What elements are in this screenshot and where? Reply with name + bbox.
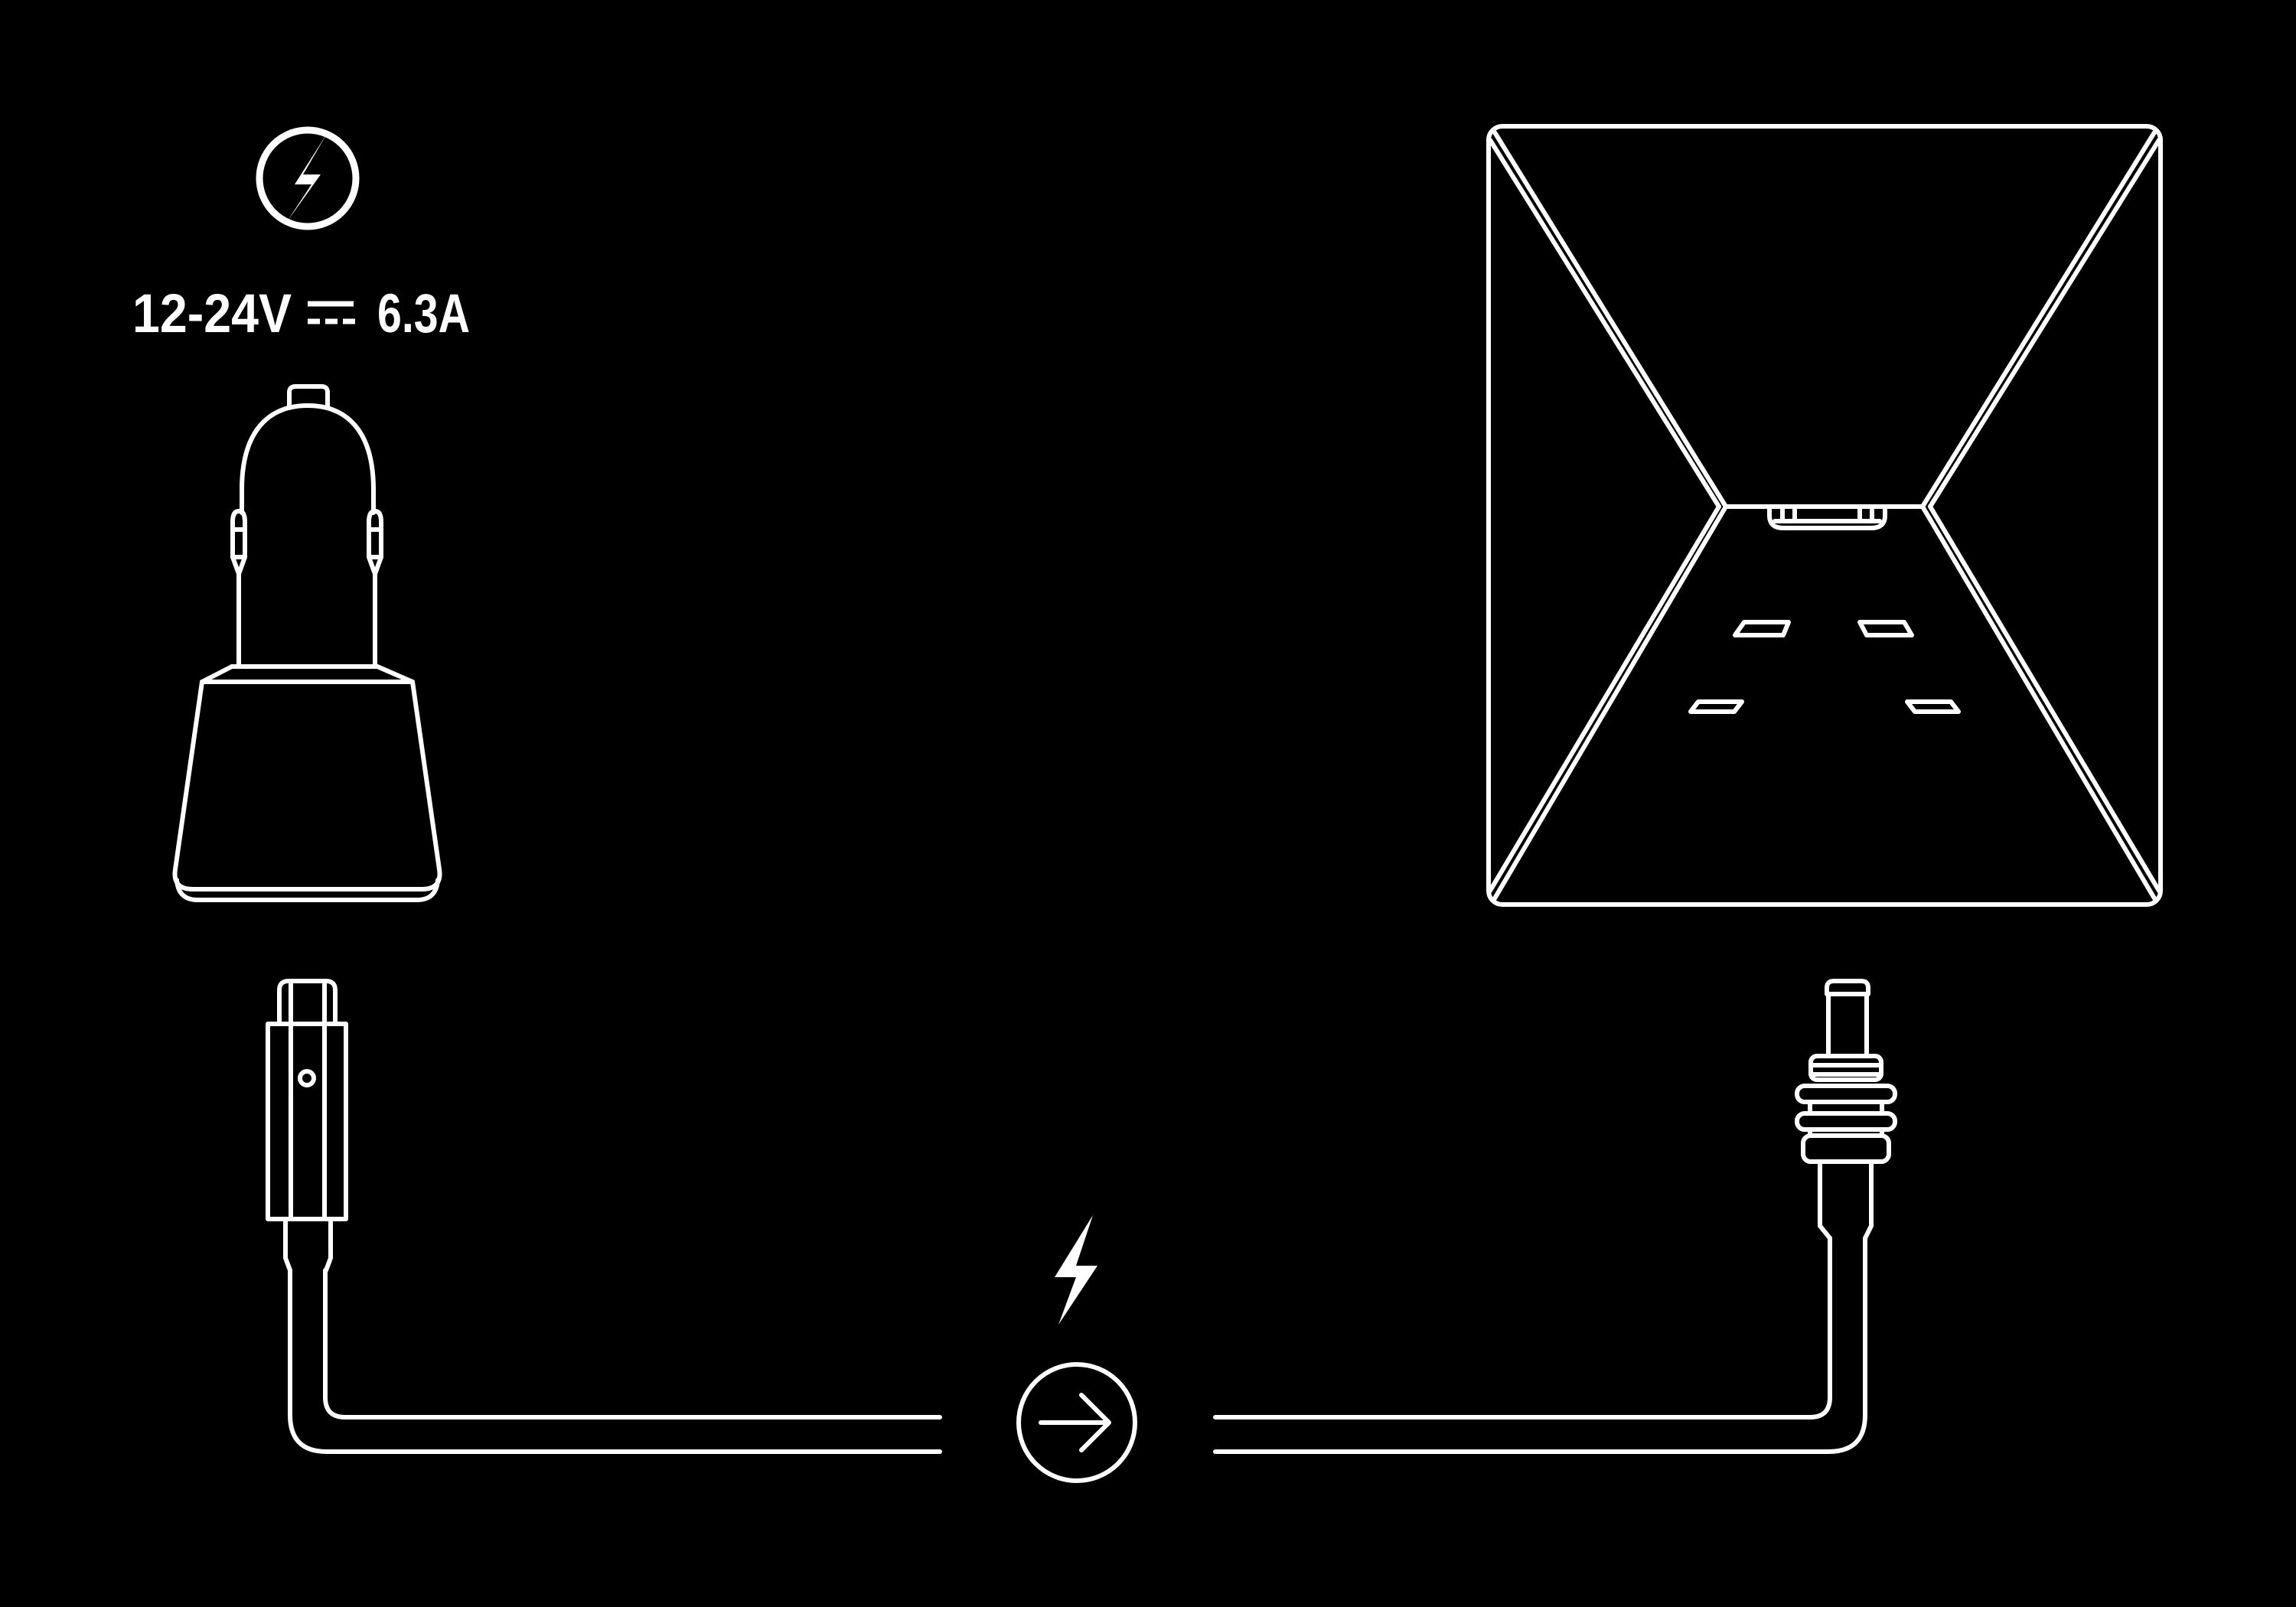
arrow-right-circle-icon bbox=[1016, 1362, 1137, 1483]
edge-top-right-inner bbox=[1928, 138, 2161, 509]
cable-assembly bbox=[266, 979, 1897, 1483]
contact-outline bbox=[230, 509, 247, 576]
boot-base-block bbox=[1801, 1133, 1891, 1164]
edge-top-right bbox=[1920, 130, 2157, 509]
boot-fin bbox=[1795, 1111, 1897, 1132]
box-opening-rim bbox=[1486, 124, 2163, 907]
floor-slot bbox=[1688, 699, 1744, 714]
cable-edge bbox=[1213, 1236, 1867, 1454]
edge-top-left bbox=[1492, 130, 1728, 509]
direct-current-symbol-icon bbox=[308, 301, 355, 324]
floor-slot bbox=[1733, 620, 1791, 637]
base-left-shoulder bbox=[200, 664, 234, 684]
cable-edge bbox=[323, 1268, 942, 1420]
power-circle-outline bbox=[256, 126, 360, 230]
lightning-bolt-glyph bbox=[286, 134, 327, 223]
edge-top-left-inner bbox=[1488, 138, 1721, 509]
barrel-strain-relief-right bbox=[1863, 1159, 1874, 1240]
dc-barrel-plug bbox=[1795, 979, 1897, 1240]
edge-bottom-left-inner bbox=[1488, 504, 1721, 893]
base-bottom-rim bbox=[174, 878, 440, 902]
adapter-right-contact bbox=[367, 509, 383, 576]
edge-bottom-left bbox=[1492, 504, 1728, 901]
adapter-center-pin bbox=[287, 384, 330, 410]
usb-c-housing bbox=[266, 1022, 348, 1221]
spec-label: 12-24V 6.3A bbox=[132, 284, 470, 344]
edge-bottom-right-inner bbox=[1928, 504, 2161, 893]
usb-c-strain-relief-right bbox=[324, 1217, 333, 1273]
transfer-circle-outline bbox=[1016, 1362, 1137, 1483]
cable-edge bbox=[1213, 1236, 1832, 1420]
lightning-bolt-icon bbox=[1055, 1215, 1097, 1325]
usb-c-strain-relief-left bbox=[283, 1217, 292, 1273]
cable-edge bbox=[288, 1268, 942, 1454]
boot-fin bbox=[1795, 1084, 1897, 1104]
adapter-left-contact bbox=[230, 509, 247, 576]
edge-bottom-right bbox=[1920, 504, 2157, 901]
barrel-tip-cap bbox=[1825, 979, 1870, 996]
box-latch bbox=[1767, 504, 1887, 530]
floor-slot bbox=[1857, 620, 1914, 637]
car-power-adapter-illustration bbox=[172, 384, 442, 902]
plug-collar bbox=[1808, 1054, 1883, 1082]
usb-c-led-dot bbox=[298, 1069, 316, 1087]
box-perspective-edges bbox=[1488, 130, 2161, 901]
voltage-range-label: 12-24V bbox=[132, 284, 292, 344]
floor-slot bbox=[1905, 699, 1961, 714]
box-floor-slots bbox=[1688, 620, 1961, 714]
adapter-dome-body bbox=[240, 403, 376, 515]
usb-c-plug bbox=[266, 979, 348, 1273]
base-right-shoulder bbox=[375, 664, 415, 684]
box-interior-illustration bbox=[1486, 124, 2163, 907]
arrow-head bbox=[1079, 1393, 1111, 1452]
power-spec-block: 12-24V 6.3A bbox=[132, 126, 470, 344]
current-label: 6.3A bbox=[377, 284, 470, 344]
contact-outline bbox=[367, 509, 383, 576]
cable-left-run bbox=[288, 1268, 942, 1454]
lightning-bolt-circle-icon bbox=[256, 126, 360, 230]
latch-outline bbox=[1767, 504, 1887, 530]
usb-c-tongue bbox=[277, 979, 338, 1026]
cable-right-run bbox=[1213, 1236, 1867, 1454]
adapter-base bbox=[172, 664, 442, 902]
barrel-strain-relief-left bbox=[1818, 1159, 1832, 1240]
base-outline bbox=[172, 680, 442, 892]
